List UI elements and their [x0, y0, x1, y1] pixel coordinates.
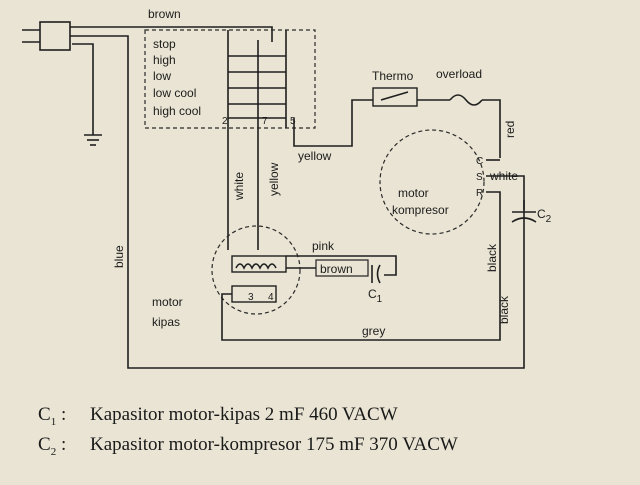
yellow-wire-thermo	[293, 99, 373, 147]
brown-wire	[70, 26, 273, 42]
black-wire-lower-label: black	[497, 295, 511, 324]
black-wire-upper-label: black	[485, 243, 499, 272]
white-wire-label: white	[232, 172, 246, 201]
power-plug	[22, 21, 71, 51]
white-comp-wire-label: white	[489, 169, 518, 183]
brown-fan-wire-label: brown	[320, 262, 353, 276]
fan-motor-label-1: motor	[152, 295, 183, 309]
compressor-terminal-r: R	[476, 188, 483, 199]
blue-wire-label: blue	[112, 245, 126, 268]
compressor-run-wire	[486, 191, 501, 328]
compressor-terminal-s: S	[476, 172, 483, 183]
fan-terminal-4: 4	[268, 292, 274, 303]
red-wire	[482, 99, 501, 158]
compressor-terminal-c: C	[476, 156, 483, 167]
overload-label: overload	[436, 67, 482, 81]
brown-wire-label: brown	[148, 7, 181, 21]
legend-c2: C2 :Kapasitor motor-kompresor 175 mF 370…	[38, 434, 458, 458]
overload-protector	[449, 94, 483, 106]
capacitor-c1	[371, 264, 381, 284]
switch-pos-high: high	[153, 53, 176, 67]
compressor-label-1: motor	[398, 186, 429, 200]
switch-terminal-2: 2	[222, 116, 228, 127]
blue-wire	[70, 35, 525, 369]
switch-pos-stop: stop	[153, 37, 176, 51]
fan-motor	[211, 225, 301, 315]
switch-pos-low-cool: low cool	[153, 86, 196, 100]
switch-pos-low: low	[153, 69, 171, 83]
pink-wire-label: pink	[312, 239, 335, 253]
compressor-label-2: kompresor	[392, 203, 449, 217]
red-wire-label: red	[503, 121, 517, 138]
compressor-motor	[379, 129, 485, 235]
grey-wire-label: grey	[362, 324, 385, 338]
fan-terminal-3: 3	[248, 292, 254, 303]
pink-wire	[286, 255, 397, 276]
c1-label: C1	[368, 287, 383, 305]
thermostat	[372, 87, 418, 107]
legend-c1: C1 :Kapasitor motor-kipas 2 mF 460 VACW	[38, 404, 398, 428]
capacitor-c2	[511, 211, 537, 223]
yellow-wire-left-label: yellow	[267, 162, 281, 196]
ground-symbol	[72, 43, 102, 146]
fan-motor-label-2: kipas	[152, 315, 180, 329]
switch-terminal-5: 5	[290, 116, 296, 127]
c2-label: C2	[537, 207, 552, 225]
selector-switch	[144, 29, 316, 129]
switch-terminal-7: 7	[262, 116, 268, 127]
grey-wire	[221, 293, 501, 341]
thermo-label: Thermo	[372, 69, 414, 83]
yellow-wire-mid-label: yellow	[298, 149, 332, 163]
compressor-start-wire	[486, 175, 525, 210]
switch-pos-high-cool: high cool	[153, 104, 201, 118]
